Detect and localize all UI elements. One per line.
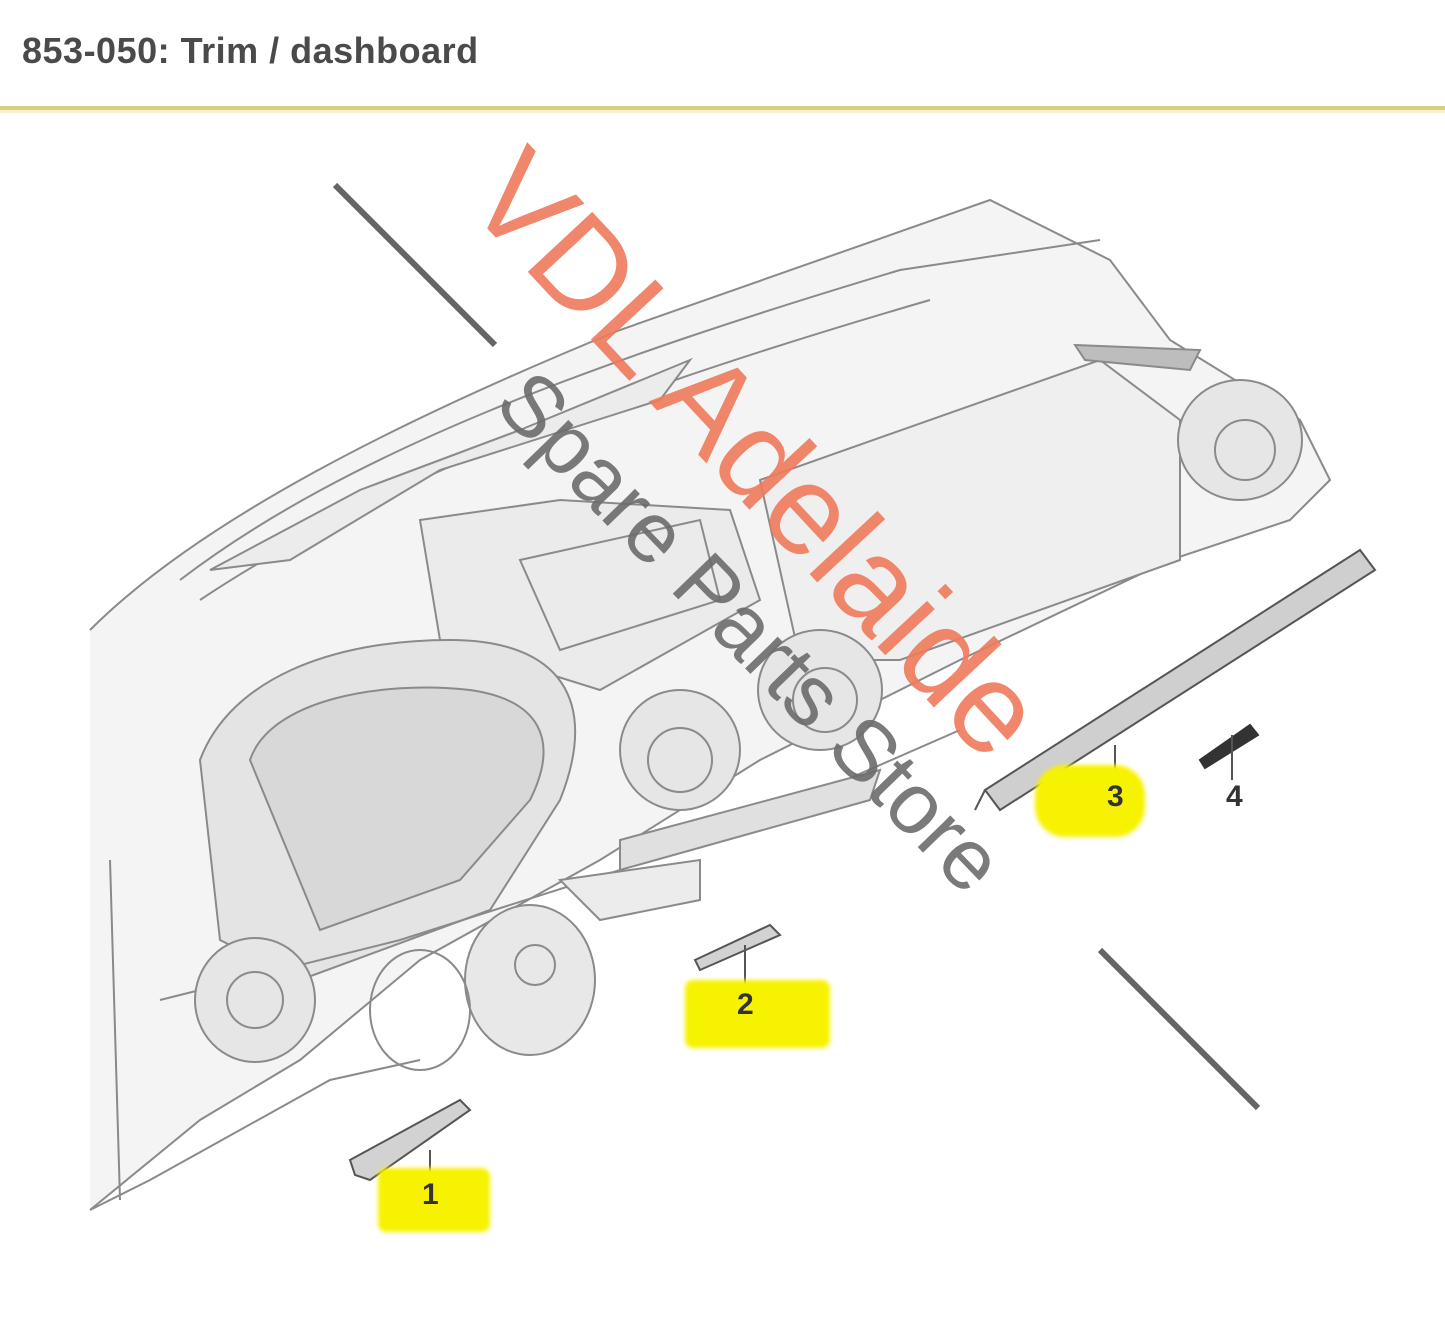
callout-4[interactable]: 4 [1226,780,1243,813]
header-divider [0,106,1445,110]
callout-3[interactable]: 3 [1107,780,1124,813]
callout-2[interactable]: 2 [737,988,754,1021]
page-header: 853-050: Trim / dashboard [0,0,1445,106]
trim-part-2 [693,923,782,972]
callout-highlight-2 [685,980,830,1048]
trim-part-4 [1198,723,1260,770]
trim-part-1 [348,1098,472,1182]
trim-parts [348,548,1377,1182]
dashboard-diagram [89,182,1377,1211]
page-title: 853-050: Trim / dashboard [22,30,479,71]
callout-highlight-1 [378,1168,490,1232]
air-vents [194,343,1303,1071]
watermark-lines [332,182,1261,1111]
header-divider-shadow [0,110,1445,113]
callout-highlight-3 [1035,765,1145,837]
callout-1[interactable]: 1 [422,1178,439,1211]
trim-part-3 [983,548,1377,812]
